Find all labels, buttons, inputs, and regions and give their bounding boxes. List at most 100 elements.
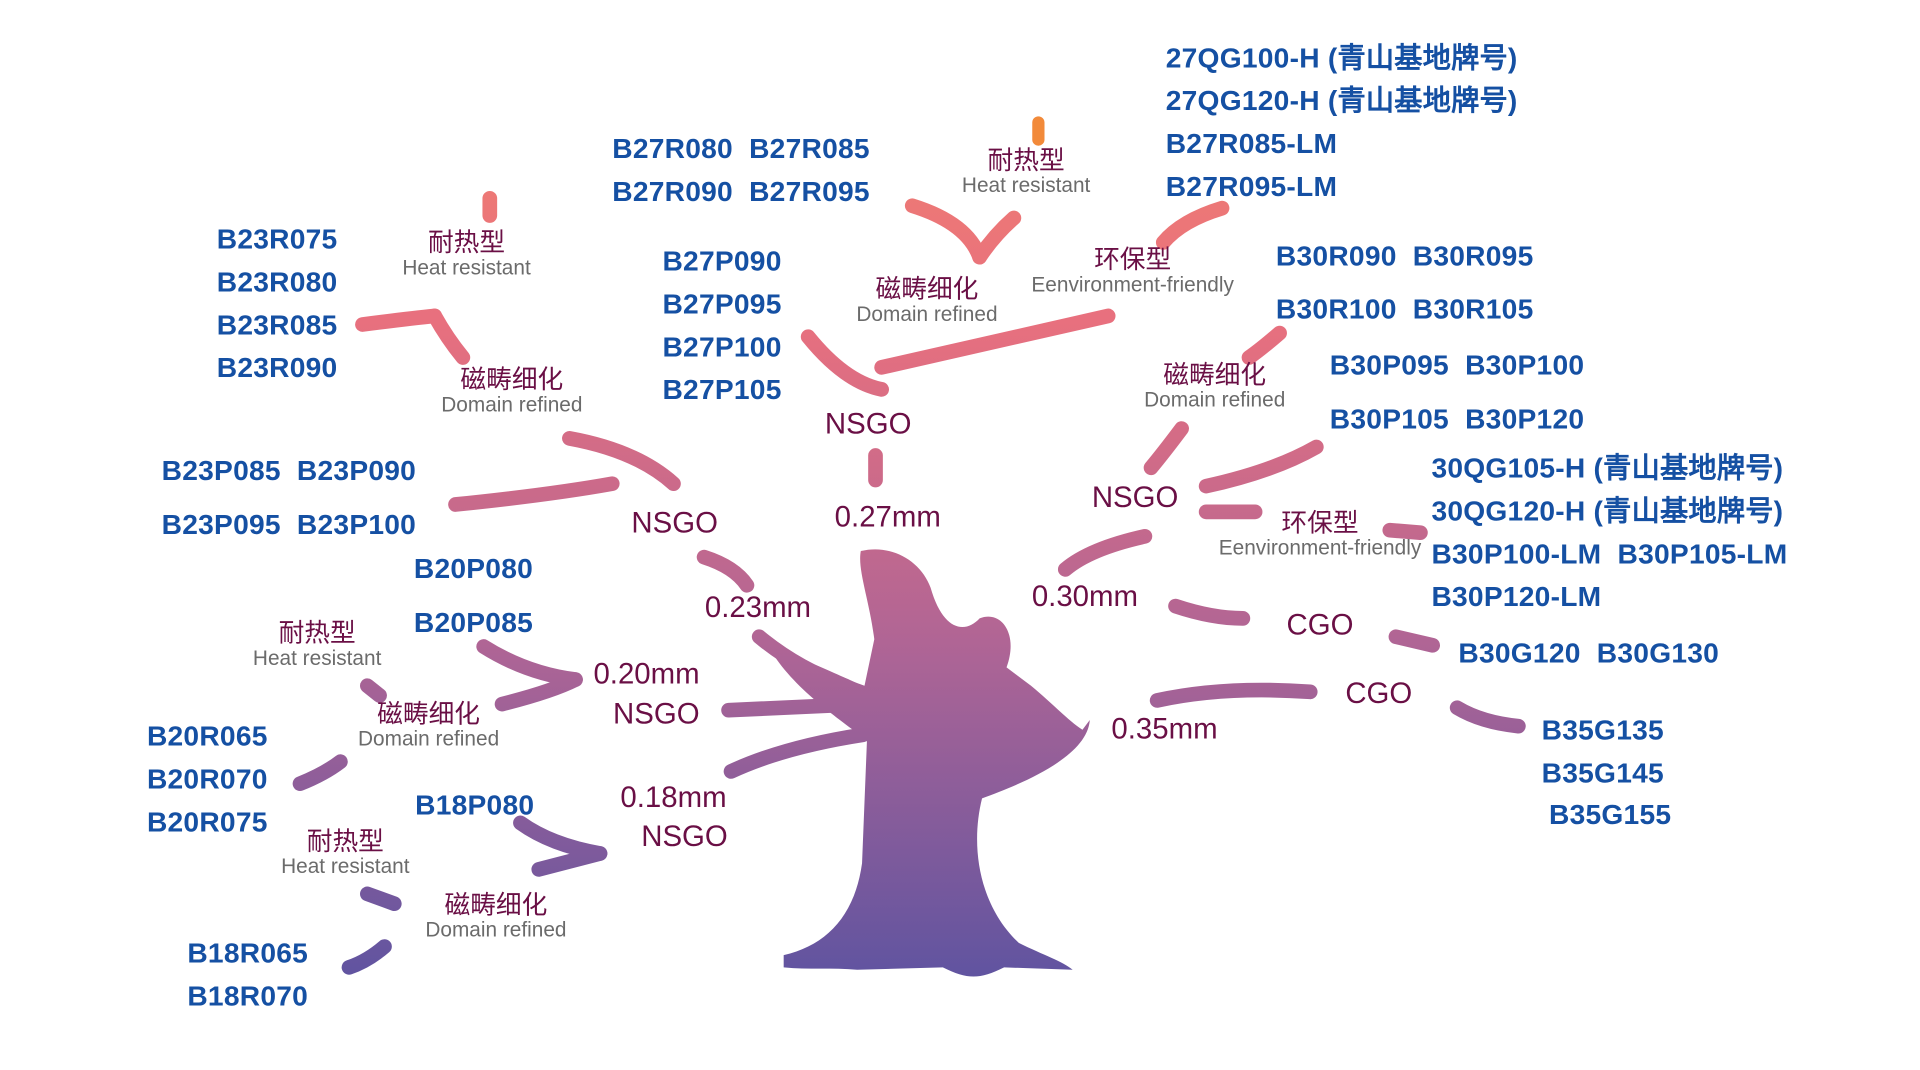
thickness-label: 0.35mm	[1111, 712, 1218, 746]
thickness-label: 0.20mm	[593, 657, 700, 691]
grade-label: NSGO	[641, 820, 728, 854]
tree-trunk	[771, 549, 1090, 977]
tree-branch	[1449, 700, 1526, 734]
product-code: B23P095 B23P100	[161, 508, 417, 541]
product-code: B18R070	[187, 979, 309, 1012]
tree-branch	[904, 198, 987, 265]
product-code-group: B20P080	[414, 547, 533, 590]
product-code: B30P120-LM	[1431, 580, 1602, 613]
tree-branch	[874, 308, 1116, 375]
tree-branch	[531, 846, 608, 877]
thickness-label: 0.18mm	[620, 781, 727, 815]
product-code: B20P085	[413, 606, 534, 638]
type-label-english: Heat resistant	[252, 646, 382, 670]
type-label-chinese: 磁畴细化	[875, 274, 979, 304]
tree-branch	[562, 431, 681, 492]
product-code: B35G135	[1541, 713, 1664, 746]
product-code-group: 30QG105-H (青山基地牌号)30QG120-H (青山基地牌号)B30P…	[1431, 447, 1787, 618]
type-label-english: Eenvironment-friendly	[1031, 273, 1234, 297]
product-code-group: B20P085	[414, 601, 533, 644]
grade-label: NSGO	[613, 697, 700, 732]
product-code: B27P100	[662, 330, 782, 363]
tree-branch	[427, 308, 471, 365]
tree-branch	[1168, 598, 1251, 626]
type-label-english: Eenvironment-friendly	[1218, 536, 1422, 560]
thickness-label: 0.30mm	[1031, 580, 1138, 614]
product-code: B20R070	[146, 762, 268, 795]
type-label-chinese: 磁畴细化	[444, 890, 548, 920]
product-code-group: 27QG100-H (青山基地牌号) 27QG120-H (青山基地牌号) B27R…	[1166, 37, 1518, 208]
product-code: B27P105	[662, 373, 782, 406]
tree-branch	[1155, 200, 1230, 250]
type-label-english: Domain refined	[856, 302, 998, 326]
product-code: B30P095 B30P100	[1329, 348, 1585, 381]
product-code-group: B23P095 B23P100	[162, 503, 416, 546]
tree-branch	[800, 329, 889, 397]
type-label-english: Heat resistant	[281, 854, 410, 879]
product-code: B30R090 B30R095	[1275, 240, 1534, 272]
tree-branch	[1057, 528, 1153, 577]
type-label-english: Heat resistant	[402, 256, 531, 280]
type-label-chinese: 耐热型	[306, 826, 384, 856]
type-label-chinese: 磁畴细化	[1163, 360, 1267, 390]
tree-branch	[696, 549, 755, 593]
tree-branch	[448, 476, 620, 512]
tree-branch	[355, 308, 443, 332]
product-code: B23R085	[216, 308, 338, 341]
product-code: 27QG100-H (青山基地牌号)	[1165, 41, 1518, 74]
product-code: B27P090	[662, 244, 782, 277]
product-code: B20R065	[146, 720, 268, 752]
type-label-chinese: 环保型	[1281, 508, 1359, 538]
product-code: B20R075	[146, 805, 268, 838]
tree-branch	[751, 629, 853, 694]
product-code: B18P080	[415, 788, 535, 821]
tree-branch	[360, 678, 387, 703]
product-code-group: B18P080	[415, 784, 534, 827]
product-code: B27R095-LM	[1165, 170, 1338, 203]
product-code: 30QG120-H (青山基地牌号)	[1431, 494, 1784, 527]
grade-label: NSGO	[824, 407, 912, 441]
tree-branch	[494, 672, 583, 712]
thickness-label: 0.23mm	[704, 591, 812, 625]
tree-branch	[292, 754, 348, 792]
type-label-english: Domain refined	[425, 918, 567, 942]
type-label-english: Domain refined	[357, 727, 500, 751]
product-code: 27QG120-H (青山基地牌号)	[1165, 84, 1518, 117]
product-code: B23R075	[216, 222, 338, 255]
tree-branch	[360, 886, 402, 912]
product-code: B23R090	[216, 351, 338, 384]
tree-branch	[1149, 682, 1318, 708]
product-code-group: B30G120 B30G130	[1458, 632, 1719, 675]
product-code-group: B23P085 B23P090	[162, 449, 416, 492]
product-code: B35G155	[1548, 798, 1672, 831]
tree-branch	[721, 696, 871, 718]
grade-label: NSGO	[1091, 481, 1179, 515]
tree-branch	[1388, 629, 1441, 653]
type-label-chinese: 磁畴细化	[377, 699, 481, 729]
product-code-group: B35G155	[1549, 793, 1671, 836]
tree-branch	[1382, 522, 1428, 541]
product-code: B23P085 B23P090	[161, 454, 417, 487]
type-label-chinese: 耐热型	[278, 618, 356, 648]
thickness-label: 0.27mm	[834, 500, 941, 534]
product-code: B20P080	[413, 552, 534, 585]
type-label-english: Domain refined	[441, 393, 583, 417]
type-label-chinese: 磁畴细化	[460, 364, 564, 395]
product-code-group: B30P105 B30P120	[1330, 398, 1584, 441]
product-code: B23R080	[216, 265, 338, 298]
grade-label: NSGO	[631, 506, 718, 541]
tree-branch	[513, 815, 608, 861]
tree-branch	[1143, 421, 1189, 476]
